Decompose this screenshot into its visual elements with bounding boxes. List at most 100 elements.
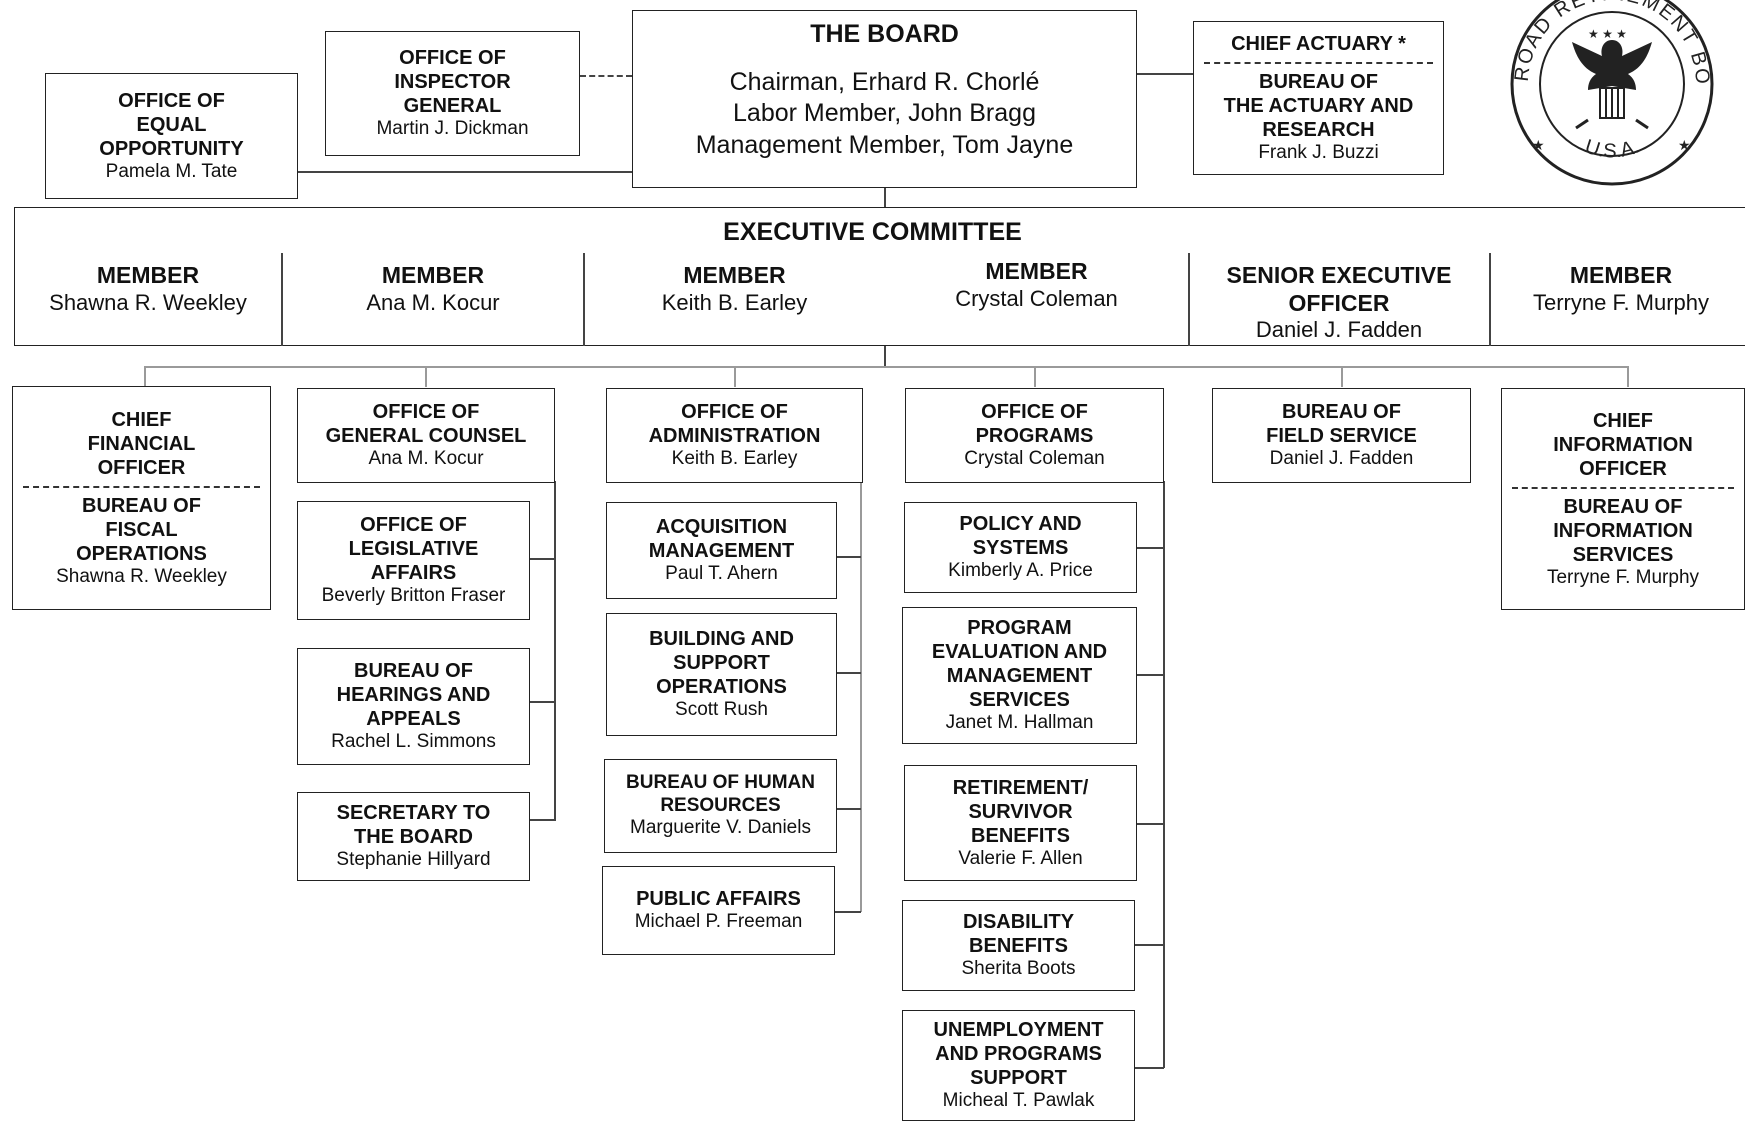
svg-text:★: ★ bbox=[1678, 137, 1691, 153]
exec-member-title: SENIOR EXECUTIVE OFFICER bbox=[1226, 262, 1452, 316]
exec-divider bbox=[1188, 253, 1190, 346]
executive-committee-title: EXECUTIVE COMMITTEE bbox=[723, 218, 1022, 246]
connector bbox=[1134, 944, 1164, 946]
general-counsel-name: Ana M. Kocur bbox=[368, 448, 484, 470]
unit-title: SECRETARY TO THE BOARD bbox=[336, 802, 491, 849]
connector bbox=[836, 808, 861, 810]
equal-opportunity-box: OFFICE OF EQUAL OPPORTUNITY Pamela M. Ta… bbox=[45, 73, 298, 199]
legislative-affairs-box: OFFICE OF LEGISLATIVE AFFAIRS Beverly Br… bbox=[297, 501, 530, 620]
secretary-board-box: SECRETARY TO THE BOARD Stephanie Hillyar… bbox=[297, 792, 530, 881]
exec-member-title: MEMBER bbox=[381, 262, 485, 288]
inspector-general-box: OFFICE OF INSPECTOR GENERAL Martin J. Di… bbox=[325, 31, 580, 156]
board-labor-member: Labor Member, John Bragg bbox=[733, 99, 1036, 128]
unit-head-name: Kimberly A. Price bbox=[948, 560, 1093, 582]
connector bbox=[1136, 674, 1164, 676]
acquisition-box: ACQUISITION MANAGEMENT Paul T. Ahern bbox=[606, 502, 837, 599]
exec-member-name: Keith B. Earley bbox=[661, 289, 808, 315]
exec-member-title: MEMBER bbox=[683, 262, 786, 288]
exec-divider bbox=[281, 253, 283, 346]
connector bbox=[1034, 366, 1036, 387]
inspector-general-title: OFFICE OF INSPECTOR GENERAL bbox=[394, 47, 511, 118]
dashed-divider bbox=[1511, 486, 1735, 489]
exec-member: MEMBER Keith B. Earley bbox=[584, 262, 885, 316]
retirement-survivor-box: RETIREMENT/ SURVIVOR BENEFITS Valerie F.… bbox=[904, 765, 1137, 881]
administration-box: OFFICE OF ADMINISTRATION Keith B. Earley bbox=[606, 388, 863, 483]
field-service-title: BUREAU OF FIELD SERVICE bbox=[1266, 401, 1417, 448]
cio-box: CHIEF INFORMATION OFFICER BUREAU OF INFO… bbox=[1501, 388, 1745, 610]
connector bbox=[297, 171, 633, 173]
exec-member-name: Ana M. Kocur bbox=[366, 289, 500, 315]
connector bbox=[836, 672, 861, 674]
unit-head-name: Rachel L. Simmons bbox=[331, 731, 496, 753]
unit-head-name: Beverly Britton Fraser bbox=[321, 585, 506, 607]
human-resources-box: BUREAU OF HUMAN RESOURCES Marguerite V. … bbox=[604, 759, 837, 853]
exec-member: MEMBER Ana M. Kocur bbox=[282, 262, 584, 316]
unit-title: BUREAU OF HUMAN RESOURCES bbox=[626, 771, 815, 816]
connector bbox=[1627, 366, 1629, 387]
board-management-member: Management Member, Tom Jayne bbox=[695, 130, 1074, 159]
board-box: THE BOARD Chairman, Erhard R. Chorlé Lab… bbox=[632, 10, 1137, 188]
exec-member-title: MEMBER bbox=[1569, 262, 1673, 288]
general-counsel-title: OFFICE OF GENERAL COUNSEL bbox=[325, 401, 527, 448]
exec-member: SENIOR EXECUTIVE OFFICER Daniel J. Fadde… bbox=[1189, 262, 1489, 344]
programs-name: Crystal Coleman bbox=[964, 448, 1105, 470]
svg-text:★: ★ bbox=[1532, 137, 1545, 153]
board-chairman: Chairman, Erhard R. Chorlé bbox=[729, 68, 1040, 96]
exec-member: MEMBER Terryne F. Murphy bbox=[1490, 262, 1745, 316]
unit-head-name: Scott Rush bbox=[675, 699, 768, 721]
unit-head-name: Janet M. Hallman bbox=[945, 712, 1094, 734]
board-title: THE BOARD bbox=[810, 20, 959, 48]
exec-member-name: Shawna R. Weekley bbox=[49, 289, 247, 315]
unit-title: UNEMPLOYMENT AND PROGRAMS SUPPORT bbox=[933, 1019, 1104, 1090]
cio-title: CHIEF INFORMATION OFFICER bbox=[1553, 409, 1693, 480]
exec-member-name: Crystal Coleman bbox=[955, 285, 1118, 311]
connector bbox=[860, 481, 862, 912]
connector bbox=[529, 701, 555, 703]
policy-systems-box: POLICY AND SYSTEMS Kimberly A. Price bbox=[904, 502, 1137, 593]
connector bbox=[144, 366, 146, 387]
unit-head-name: Micheal T. Pawlak bbox=[942, 1090, 1095, 1112]
unemployment-support-box: UNEMPLOYMENT AND PROGRAMS SUPPORT Michea… bbox=[902, 1010, 1135, 1121]
cfo-box: CHIEF FINANCIAL OFFICER BUREAU OF FISCAL… bbox=[12, 386, 271, 610]
unit-title: BUILDING AND SUPPORT OPERATIONS bbox=[649, 628, 794, 699]
connector bbox=[529, 558, 555, 560]
connector bbox=[836, 556, 861, 558]
unit-head-name: Michael P. Freeman bbox=[634, 911, 803, 933]
exec-member-name: Daniel J. Fadden bbox=[1255, 317, 1423, 343]
inspector-general-name: Martin J. Dickman bbox=[376, 118, 529, 140]
chief-actuary-title: CHIEF ACTUARY * bbox=[1231, 32, 1406, 55]
unit-title: RETIREMENT/ SURVIVOR BENEFITS bbox=[952, 776, 1089, 847]
connector bbox=[734, 366, 736, 387]
svg-text:★ ★ ★: ★ ★ ★ bbox=[1588, 27, 1627, 41]
exec-member-title: MEMBER bbox=[96, 262, 200, 288]
exec-divider bbox=[583, 253, 585, 346]
information-bureau-title: BUREAU OF INFORMATION SERVICES bbox=[1553, 495, 1693, 566]
agency-seal-logo: RAILROAD RETIREMENT BOARD U.S.A. ★ ★ ★ ★… bbox=[1508, 0, 1714, 186]
chief-actuary-box: CHIEF ACTUARY * BUREAU OF THE ACTUARY AN… bbox=[1193, 21, 1444, 175]
unit-head-name: Valerie F. Allen bbox=[958, 847, 1083, 869]
program-evaluation-box: PROGRAM EVALUATION AND MANAGEMENT SERVIC… bbox=[902, 607, 1137, 744]
dashed-divider bbox=[23, 485, 260, 488]
unit-title: BUREAU OF HEARINGS AND APPEALS bbox=[336, 660, 491, 731]
chief-actuary-name: Frank J. Buzzi bbox=[1258, 141, 1379, 163]
exec-member-title: MEMBER bbox=[985, 258, 1088, 284]
administration-name: Keith B. Earley bbox=[671, 448, 798, 470]
cfo-name: Shawna R. Weekley bbox=[56, 565, 227, 587]
dashed-divider bbox=[1203, 61, 1434, 64]
connector bbox=[580, 75, 632, 77]
field-service-name: Daniel J. Fadden bbox=[1269, 448, 1414, 470]
hearings-appeals-box: BUREAU OF HEARINGS AND APPEALS Rachel L.… bbox=[297, 648, 530, 765]
unit-title: PROGRAM EVALUATION AND MANAGEMENT SERVIC… bbox=[931, 617, 1108, 712]
cfo-title: CHIEF FINANCIAL OFFICER bbox=[87, 408, 196, 479]
actuary-bureau-title: BUREAU OF THE ACTUARY AND RESEARCH bbox=[1223, 70, 1414, 141]
programs-title: OFFICE OF PROGRAMS bbox=[975, 401, 1094, 448]
cio-name: Terryne F. Murphy bbox=[1546, 566, 1700, 588]
connector bbox=[1136, 547, 1164, 549]
unit-head-name: Paul T. Ahern bbox=[665, 563, 778, 585]
connector bbox=[1134, 1067, 1164, 1069]
unit-title: POLICY AND SYSTEMS bbox=[959, 513, 1082, 560]
disability-benefits-box: DISABILITY BENEFITS Sherita Boots bbox=[902, 900, 1135, 991]
general-counsel-box: OFFICE OF GENERAL COUNSEL Ana M. Kocur bbox=[297, 388, 555, 483]
exec-divider bbox=[1489, 253, 1491, 346]
